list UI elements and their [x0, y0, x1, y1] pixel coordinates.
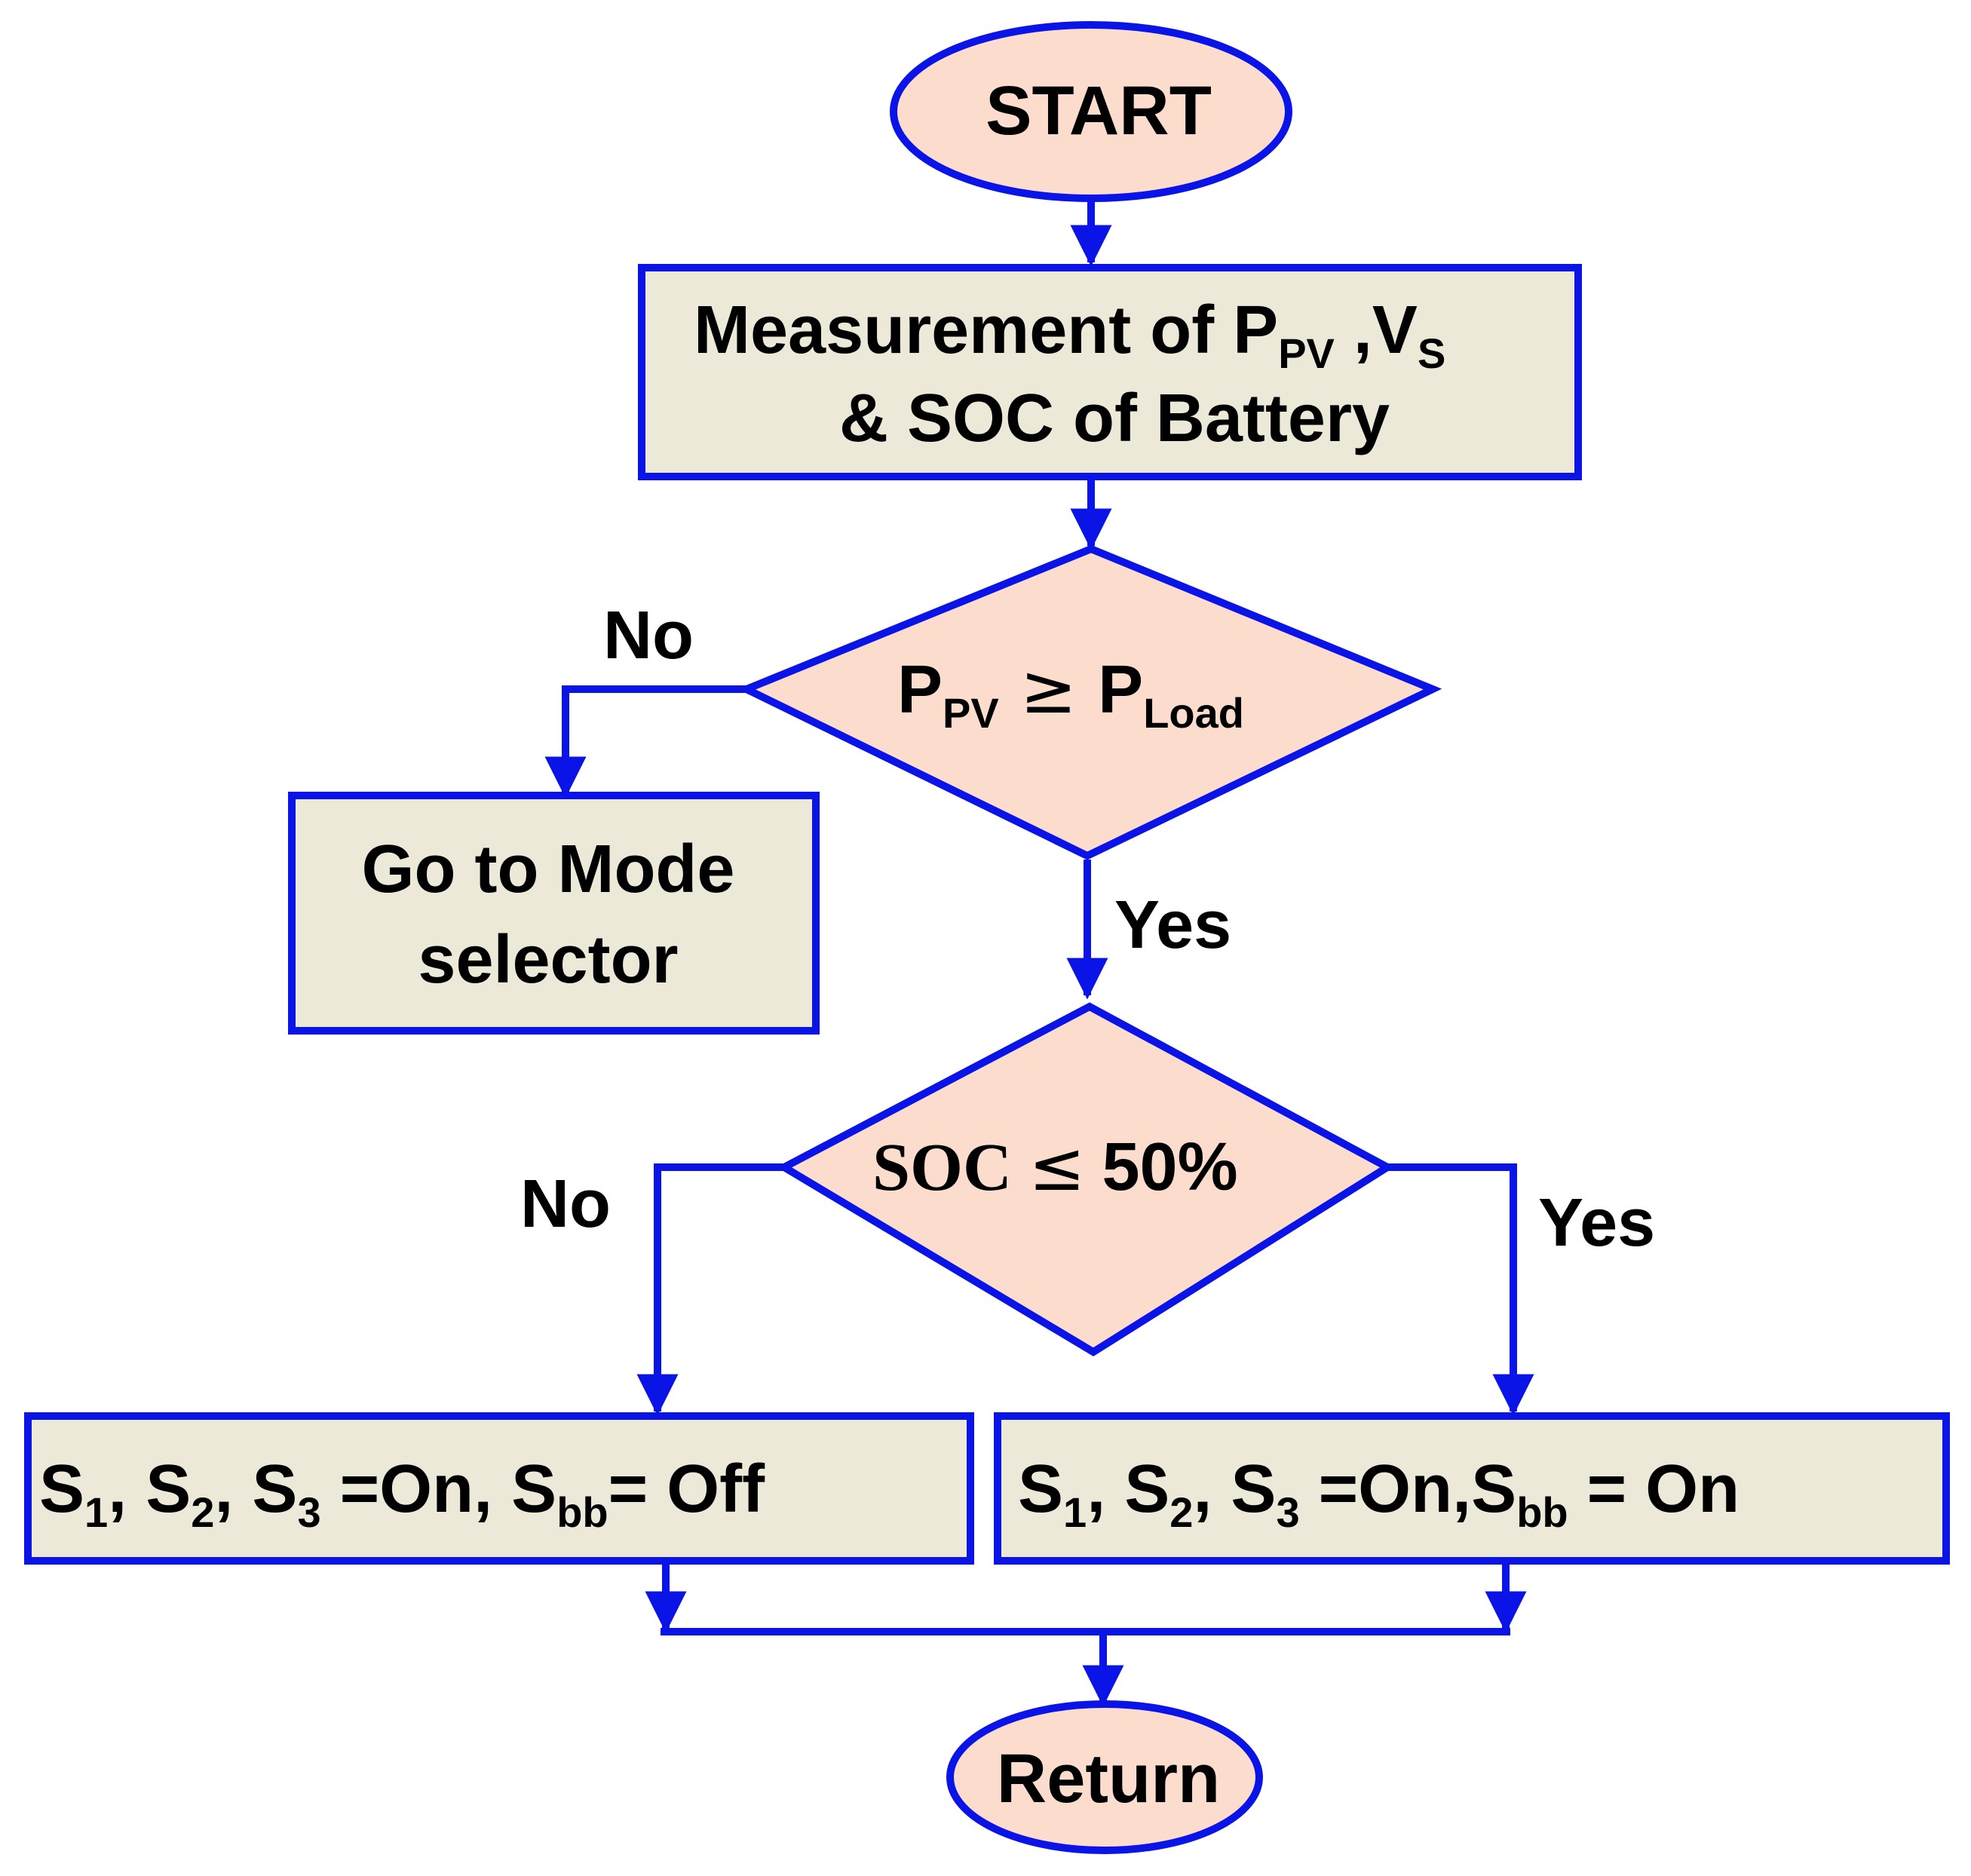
- off-sep-2: ,: [214, 1451, 252, 1527]
- on-sub-2: 2: [1169, 1488, 1193, 1536]
- decision2-value: 50%: [1102, 1130, 1237, 1205]
- decision1-sub-load: Load: [1143, 689, 1244, 737]
- measurement-line1: Measurement of PPV ,VS: [694, 293, 1445, 377]
- decision1-diamond: [737, 544, 1442, 860]
- decision1-yes-label: Yes: [1114, 887, 1231, 963]
- decision1-sub-pv: PV: [943, 689, 999, 737]
- on-sub-1: 1: [1063, 1488, 1087, 1536]
- mode-selector-box: [288, 792, 820, 1035]
- arrow-decision1-no-to-mode: [544, 685, 746, 799]
- measurement-sub-pv: PV: [1278, 330, 1335, 377]
- off-sbb: S: [511, 1451, 556, 1527]
- switches-on-label: S1, S2, S3 =On,Sbb = On: [1018, 1451, 1740, 1536]
- measurement-sep-v: ,V: [1335, 293, 1418, 368]
- arrow-decision2-no-to-off-box: [636, 1163, 784, 1416]
- measurement-line2: & SOC of Battery: [839, 381, 1390, 456]
- edge-labels: No Yes No Yes: [520, 598, 1655, 1261]
- switches-on-box: [994, 1412, 1950, 1565]
- decision1-no-label: No: [603, 598, 694, 673]
- mode-selector-line1: Go to Mode: [362, 832, 735, 907]
- mode-selector-line2: selector: [418, 922, 678, 998]
- off-s2: S: [146, 1451, 191, 1527]
- return-node: Return: [946, 1700, 1263, 1854]
- on-s1: S: [1018, 1451, 1063, 1527]
- decision2-node: SOC≤50%: [776, 1002, 1395, 1356]
- on-sbb: S: [1471, 1451, 1516, 1527]
- on-sub-3: 3: [1276, 1488, 1299, 1536]
- measurement-node: Measurement of PPV ,VS & SOC of Battery: [638, 264, 1582, 480]
- decision2-soc: SOC: [872, 1130, 1012, 1205]
- decision1-node: PPV≥PLoad: [737, 544, 1442, 860]
- decision2-label: SOC≤50%: [872, 1127, 1238, 1206]
- off-sub-bb: bb: [556, 1488, 608, 1536]
- measurement-box: [638, 264, 1582, 480]
- mode-selector-node: Go to Mode selector: [288, 792, 820, 1035]
- return-ellipse: [946, 1700, 1263, 1854]
- return-label: Return: [997, 1740, 1220, 1817]
- on-sub-bb: bb: [1516, 1488, 1568, 1536]
- off-sub-1: 1: [84, 1488, 108, 1536]
- off-sub-3: 3: [297, 1488, 320, 1536]
- start-ellipse: [890, 21, 1292, 202]
- start-label: START: [986, 72, 1212, 149]
- switches-off-box: [24, 1412, 974, 1565]
- off-s1: S: [39, 1451, 84, 1527]
- on-s3: S: [1231, 1451, 1276, 1527]
- on-on-text: =On,: [1300, 1451, 1472, 1527]
- off-sep-1: ,: [108, 1451, 146, 1527]
- decision2-diamond: [776, 1002, 1395, 1356]
- switches-on-node: S1, S2, S3 =On,Sbb = On: [994, 1412, 1950, 1565]
- decision1-p: P: [897, 652, 943, 728]
- measurement-main-text: Measurement of P: [694, 293, 1278, 368]
- on-sep-2: ,: [1193, 1451, 1231, 1527]
- off-sub-2: 2: [191, 1488, 214, 1536]
- decision1-label: PPV≥PLoad: [897, 650, 1244, 737]
- on-s2: S: [1124, 1451, 1169, 1527]
- connectors: [544, 198, 1534, 1707]
- switches-off-label: S1, S2, S3 =On, Sbb= Off: [39, 1451, 765, 1536]
- switches-off-node: S1, S2, S3 =On, Sbb= Off: [24, 1412, 974, 1565]
- start-node: START: [890, 21, 1292, 202]
- decision1-op: ≥: [1020, 650, 1077, 729]
- decision2-op: ≤: [1028, 1127, 1085, 1206]
- off-s3: S: [252, 1451, 297, 1527]
- on-sep-1: ,: [1087, 1451, 1124, 1527]
- off-on-text: =On,: [321, 1451, 512, 1527]
- on-tail: = On: [1568, 1451, 1740, 1527]
- off-tail: = Off: [608, 1451, 766, 1527]
- arrow-decision2-yes-to-on-box: [1387, 1163, 1534, 1416]
- decision2-no-label: No: [520, 1166, 611, 1242]
- measurement-sub-s: S: [1418, 330, 1445, 377]
- decision1-p2: P: [1098, 652, 1143, 728]
- decision2-yes-label: Yes: [1538, 1185, 1655, 1261]
